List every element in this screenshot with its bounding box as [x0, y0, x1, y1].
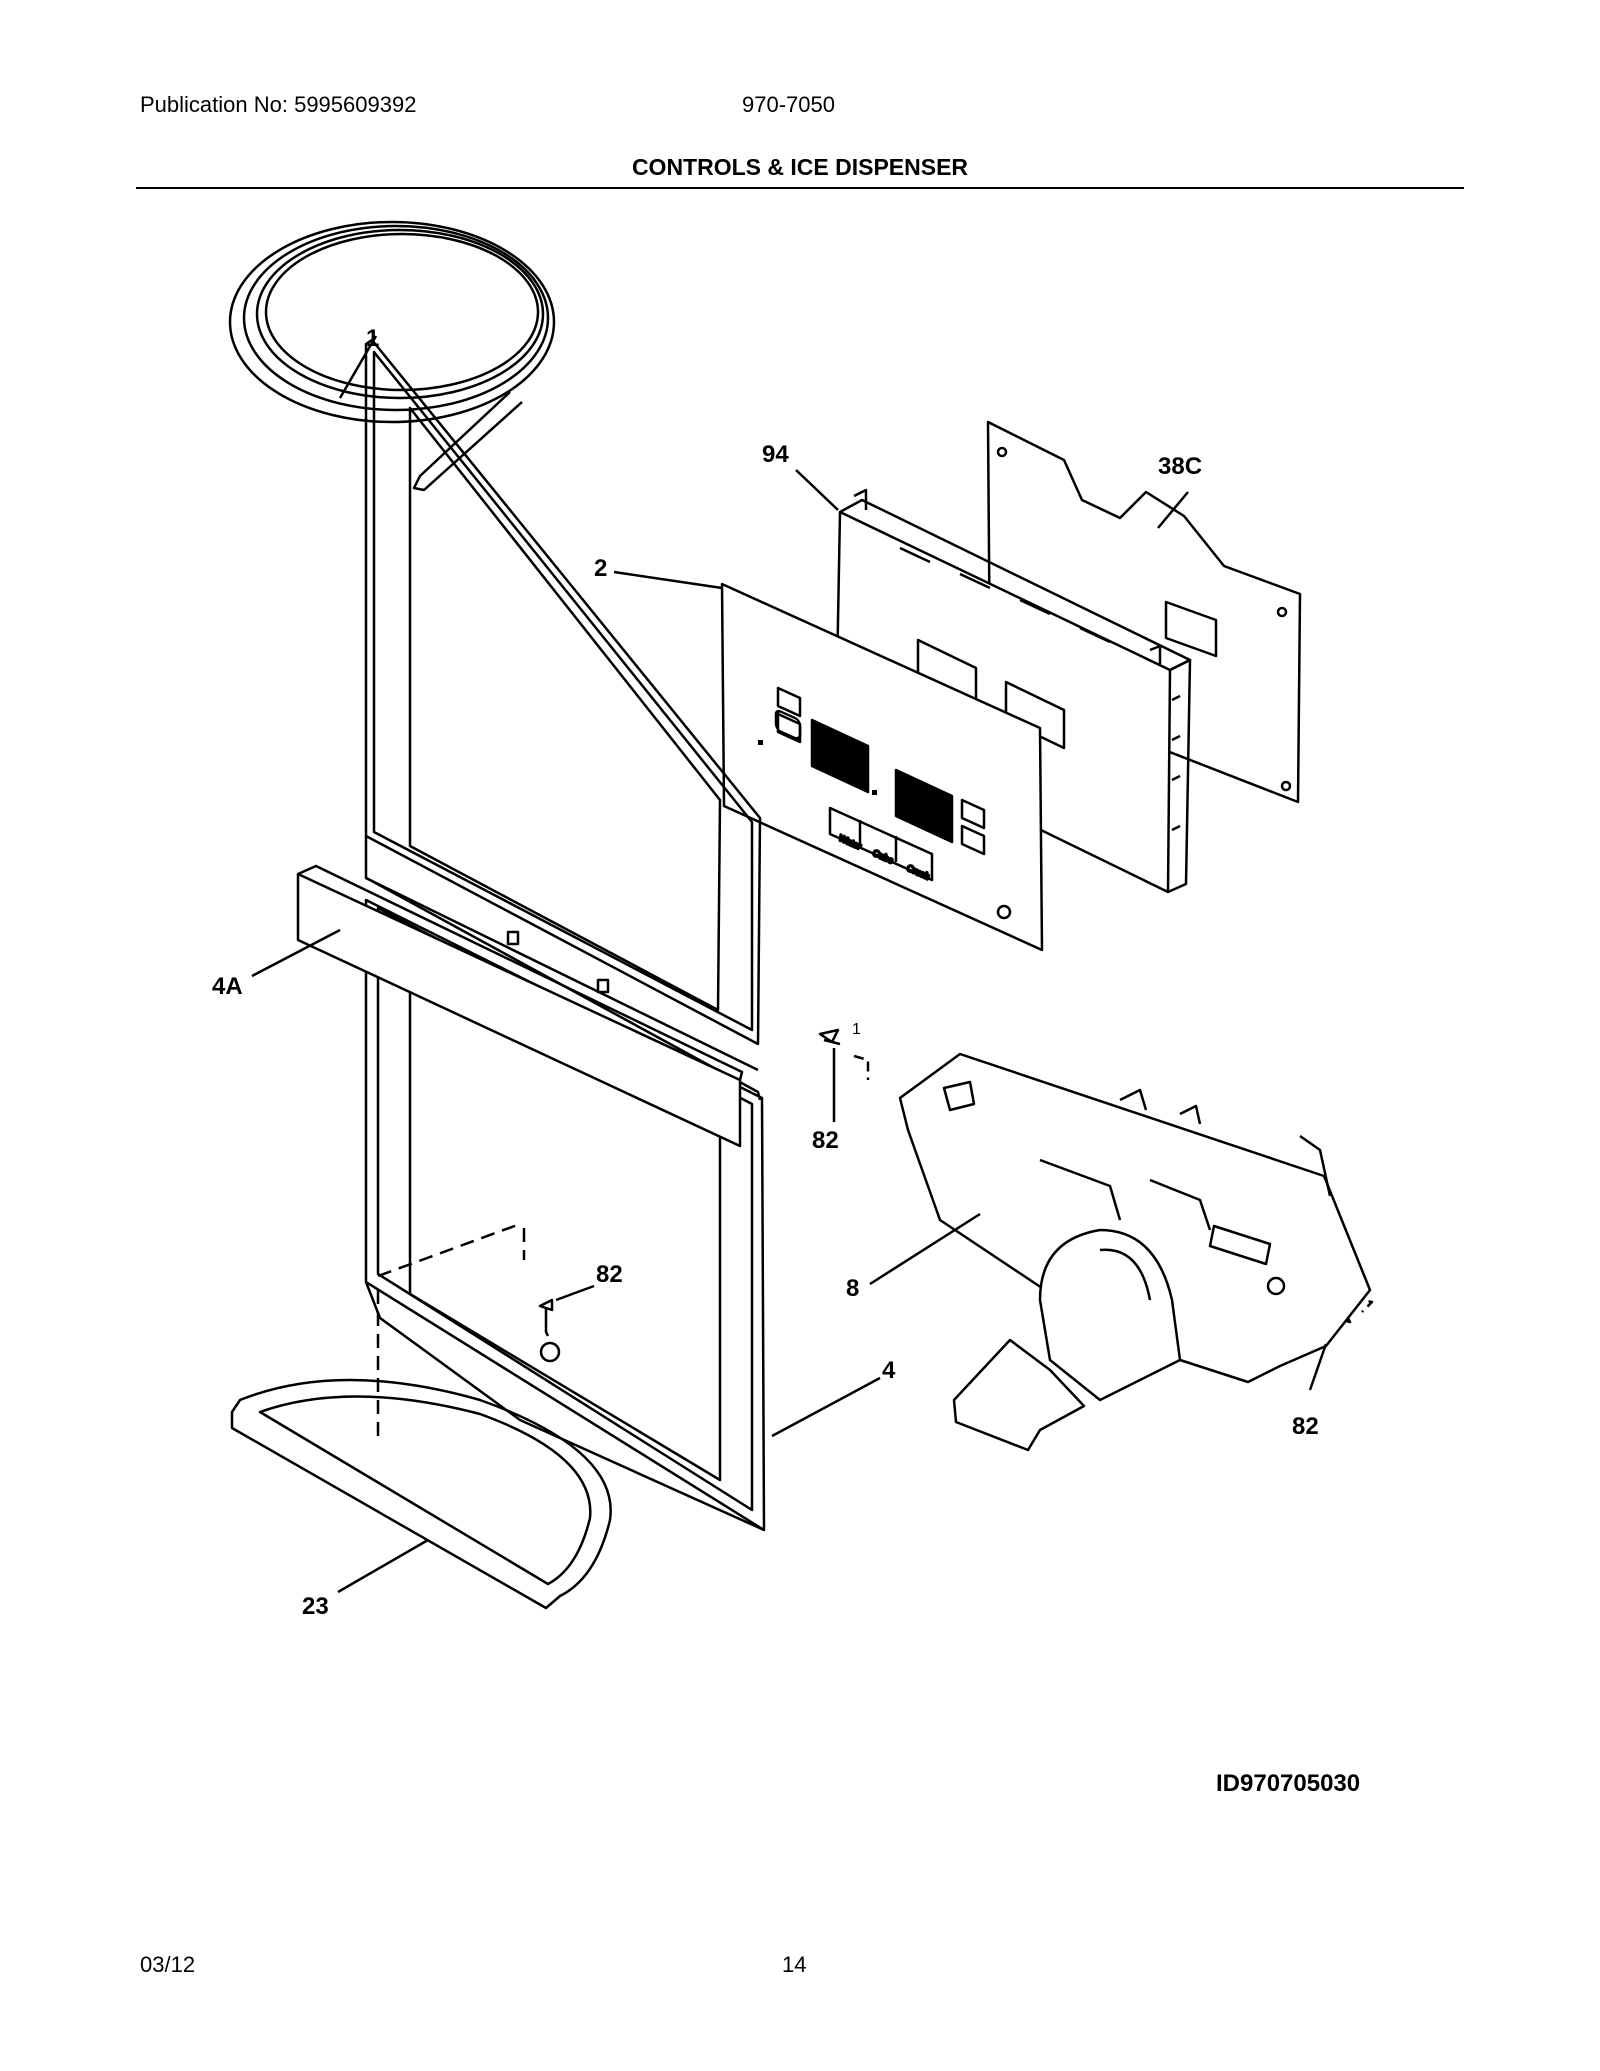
leader-8	[869, 1212, 981, 1286]
diagram-id: ID970705030	[1216, 1770, 1361, 1797]
model-number: 970-7050	[742, 92, 835, 117]
leader-1	[338, 335, 378, 399]
callout-4a: 4A	[212, 973, 243, 1000]
publication-number: Publication No: 5995609392	[140, 92, 417, 117]
callout-2: 2	[594, 555, 607, 582]
control-board-94	[834, 488, 1192, 894]
leader-4	[771, 1376, 881, 1438]
screw-82-lower	[538, 1298, 561, 1363]
leader-82-right	[1308, 1343, 1328, 1391]
callout-8: 8	[846, 1275, 859, 1302]
ice-dispenser-assembly-8	[898, 1052, 1372, 1452]
callout-38c: 38C	[1158, 453, 1202, 480]
leader-38c	[1157, 491, 1189, 529]
drip-tray-23	[230, 1378, 612, 1610]
callout-1: 1	[366, 325, 379, 352]
leader-23	[337, 1538, 429, 1594]
control-overlay-2	[720, 582, 1044, 952]
callout-82-upper: 82	[812, 1127, 839, 1154]
callout-82-lower: 82	[596, 1261, 623, 1288]
header-rule	[136, 187, 1464, 189]
water-tube-coil	[228, 220, 556, 492]
callout-23: 23	[302, 1593, 329, 1620]
callout-4: 4	[882, 1357, 896, 1384]
page-title: CONTROLS & ICE DISPENSER	[631, 154, 969, 180]
screw-reference-label: 1	[852, 1021, 861, 1038]
callout-94: 94	[762, 441, 789, 468]
leader-94	[795, 469, 839, 511]
page-number: 14	[782, 1952, 807, 1977]
footer-date: 03/12	[140, 1952, 196, 1977]
leader-2	[613, 570, 723, 590]
leader-4a	[251, 928, 341, 978]
trim-strip-4a	[296, 864, 744, 1148]
callout-82-right: 82	[1292, 1413, 1319, 1440]
leader-82-lower	[555, 1284, 595, 1302]
screw-82-upper	[818, 1028, 841, 1046]
